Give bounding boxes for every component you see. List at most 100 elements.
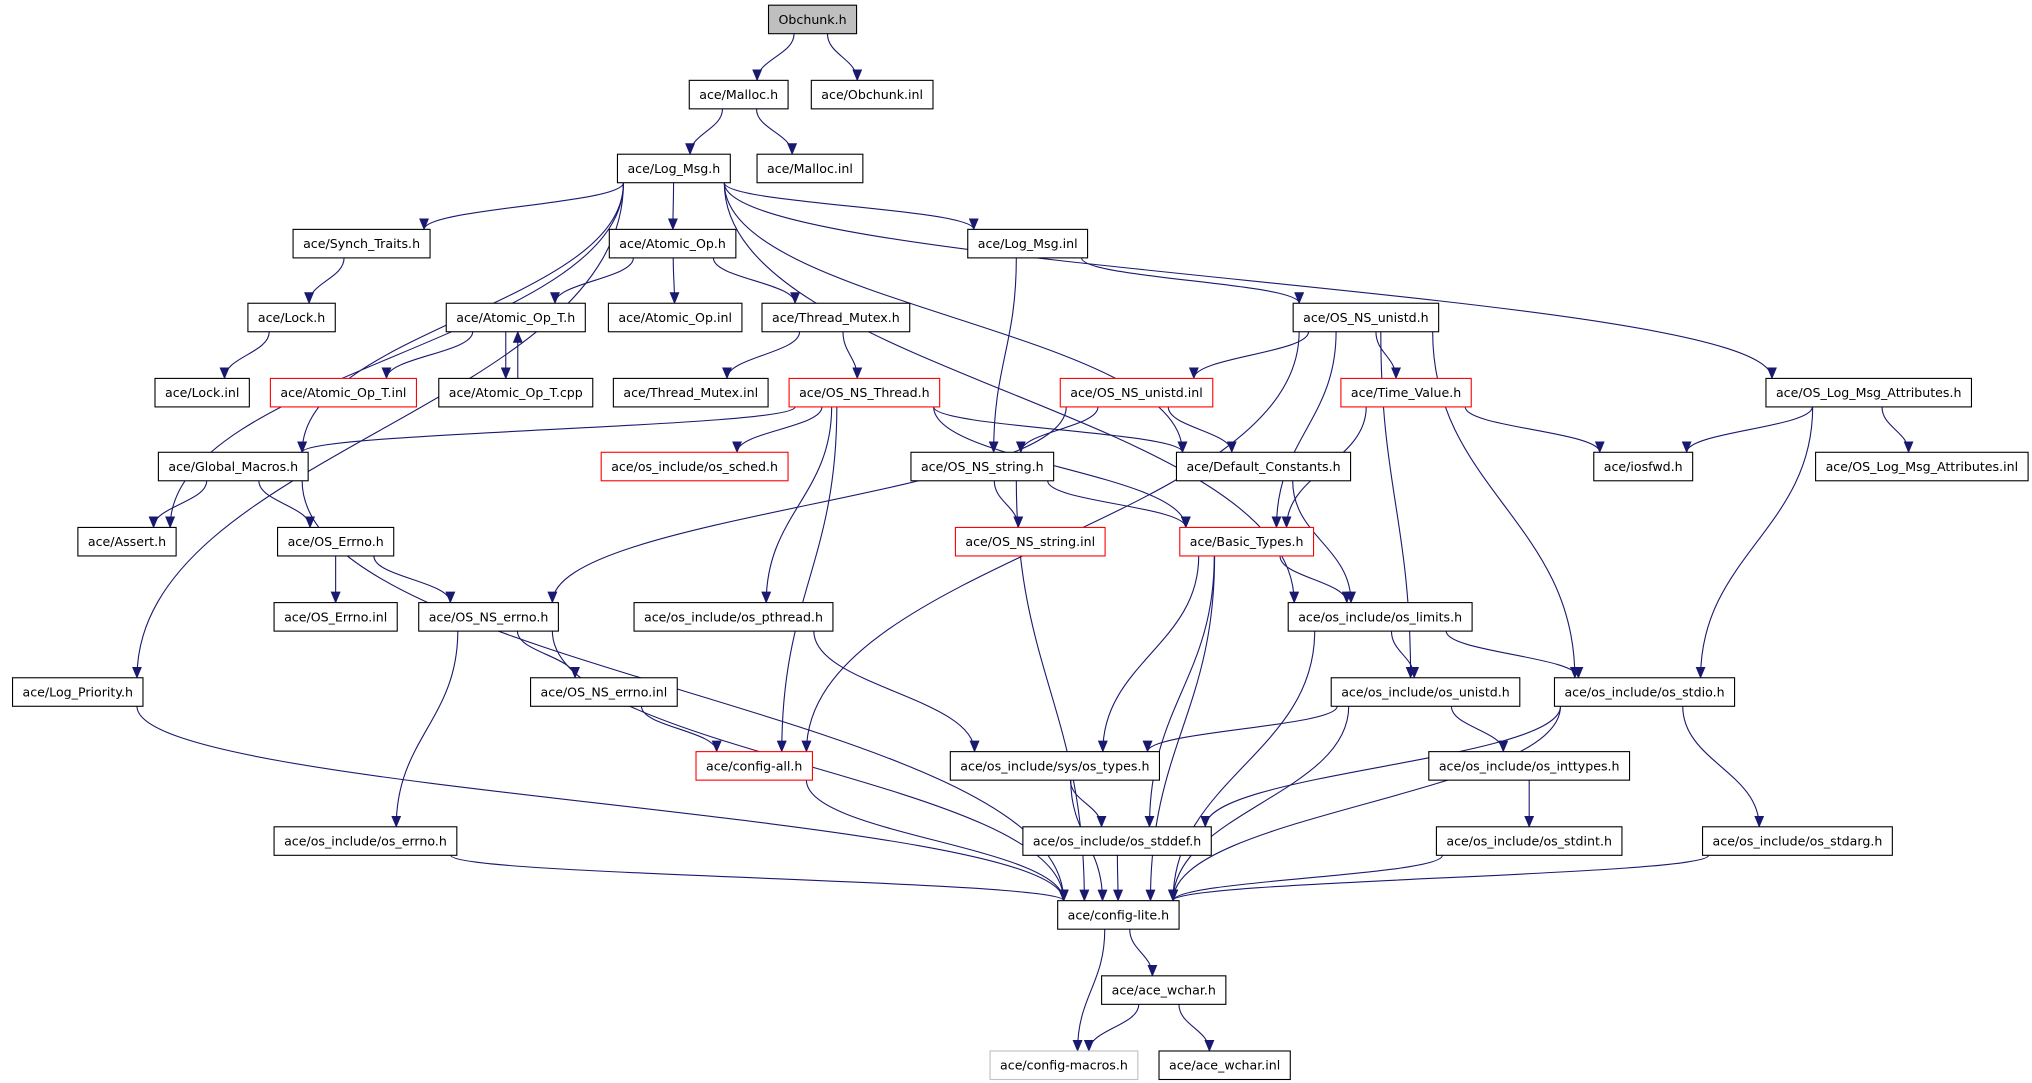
node-os-log-msg-attributes-inl[interactable]: ace/OS_Log_Msg_Attributes.inl <box>1815 451 2029 482</box>
node-synch-traits-h[interactable]: ace/Synch_Traits.h <box>292 228 431 259</box>
edge-os-ns-thread-h-to-global-macros-h <box>297 406 796 454</box>
edge-default-constants-h-to-os-limits-h <box>1292 480 1356 604</box>
node-os-ns-errno-h[interactable]: ace/OS_NS_errno.h <box>418 602 559 632</box>
node-ace-wchar-inl[interactable]: ace/ace_wchar.inl <box>1158 1050 1291 1081</box>
node-assert-h[interactable]: ace/Assert.h <box>77 526 177 557</box>
node-os-ns-unistd-h[interactable]: ace/OS_NS_unistd.h <box>1292 302 1440 333</box>
node-box <box>157 451 309 482</box>
node-iosfwd-h[interactable]: ace/iosfwd.h <box>1593 451 1694 482</box>
node-box <box>277 526 395 557</box>
node-os-errno-sys-h[interactable]: ace/os_include/os_errno.h <box>273 826 458 856</box>
node-thread-mutex-inl[interactable]: ace/Thread_Mutex.inl <box>612 377 769 408</box>
node-config-all-h[interactable]: ace/config-all.h <box>695 751 813 781</box>
node-os-ns-string-inl[interactable]: ace/OS_NS_string.inl <box>954 526 1106 557</box>
node-label: ace/Time_Value.h <box>1351 385 1461 400</box>
node-malloc-inl[interactable]: ace/Malloc.inl <box>756 153 864 184</box>
node-box <box>616 153 731 184</box>
node-label: ace/OS_Errno.h <box>288 534 384 549</box>
node-obchunk-inl[interactable]: ace/Obchunk.inl <box>810 79 934 110</box>
node-os-types-h[interactable]: ace/os_include/sys/os_types.h <box>949 751 1160 781</box>
node-box <box>1179 526 1315 557</box>
node-lock-h[interactable]: ace/Lock.h <box>247 302 336 333</box>
node-label: ace/Atomic_Op_T.h <box>456 310 575 325</box>
edge-os-ns-unistd-inl-to-os-ns-errno-h <box>547 406 1067 604</box>
node-os-ns-unistd-inl[interactable]: ace/OS_NS_unistd.inl <box>1059 377 1214 408</box>
edge-malloc-h-to-malloc-inl <box>755 108 798 156</box>
node-box <box>949 751 1160 781</box>
node-box <box>530 677 678 707</box>
node-thread-mutex-h[interactable]: ace/Thread_Mutex.h <box>761 302 911 333</box>
node-box <box>273 826 458 856</box>
node-basic-types-h[interactable]: ace/Basic_Types.h <box>1179 526 1315 557</box>
edge-os-ns-thread-h-to-basic-types-h <box>933 406 1191 529</box>
node-os-errno-inl[interactable]: ace/OS_Errno.inl <box>273 602 398 632</box>
node-lock-inl[interactable]: ace/Lock.inl <box>154 377 250 408</box>
node-time-value-h[interactable]: ace/Time_Value.h <box>1340 377 1472 408</box>
edge-global-macros-h-to-assert-h <box>148 480 208 529</box>
node-os-ns-thread-h[interactable]: ace/OS_NS_Thread.h <box>788 377 941 408</box>
node-box <box>11 677 144 707</box>
node-box <box>1701 826 1893 856</box>
edge-os-unistd-h-to-config-lite-h <box>1168 706 1350 902</box>
node-box <box>910 451 1055 482</box>
node-malloc-h[interactable]: ace/Malloc.h <box>688 79 789 110</box>
node-box <box>1101 975 1227 1005</box>
edge-os-ns-string-h-to-os-ns-string-inl <box>993 480 1024 529</box>
node-atomic-op-t-inl[interactable]: ace/Atomic_Op_T.inl <box>269 377 417 408</box>
node-os-stdint-h[interactable]: ace/os_include/os_stdint.h <box>1435 826 1623 856</box>
node-box <box>292 228 431 259</box>
node-os-stddef-h[interactable]: ace/os_include/os_stddef.h <box>1022 826 1212 856</box>
node-box <box>1059 377 1214 408</box>
node-box <box>438 377 594 408</box>
node-log-msg-h[interactable]: ace/Log_Msg.h <box>616 153 731 184</box>
node-box <box>273 602 398 632</box>
node-log-msg-inl[interactable]: ace/Log_Msg.inl <box>967 228 1089 259</box>
edge-log-msg-h-to-log-priority-h <box>131 182 625 679</box>
node-os-log-msg-attributes-h[interactable]: ace/OS_Log_Msg_Attributes.h <box>1765 377 1973 408</box>
node-box <box>1022 826 1212 856</box>
node-os-stdarg-h[interactable]: ace/os_include/os_stdarg.h <box>1701 826 1893 856</box>
node-os-sched-h[interactable]: ace/os_include/os_sched.h <box>600 451 789 482</box>
node-box <box>810 79 934 110</box>
node-label: ace/OS_NS_string.h <box>921 459 1044 474</box>
edge-thread-mutex-h-to-thread-mutex-inl <box>722 331 801 380</box>
node-box <box>608 228 737 259</box>
edge-basic-types-h-to-os-limits-h <box>1279 555 1352 604</box>
node-os-stdio-h[interactable]: ace/os_include/os_stdio.h <box>1553 677 1736 707</box>
edge-os-errno-h-to-os-ns-errno-h <box>373 555 456 604</box>
edge-os-errno-sys-h-to-config-lite-h <box>450 854 1069 902</box>
node-obchunk-h[interactable]: Obchunk.h <box>767 4 858 35</box>
node-label: ace/os_include/os_inttypes.h <box>1439 758 1620 773</box>
node-box <box>1553 677 1736 707</box>
node-box <box>761 302 911 333</box>
edge-atomic-op-h-to-thread-mutex-h <box>712 257 801 305</box>
node-config-macros-h[interactable]: ace/config-macros.h <box>989 1050 1139 1081</box>
node-os-inttypes-h[interactable]: ace/os_include/os_inttypes.h <box>1428 751 1631 781</box>
node-label: ace/OS_Log_Msg_Attributes.h <box>1776 385 1962 400</box>
node-global-macros-h[interactable]: ace/Global_Macros.h <box>157 451 309 482</box>
node-os-errno-h[interactable]: ace/OS_Errno.h <box>277 526 395 557</box>
node-os-pthread-h[interactable]: ace/os_include/os_pthread.h <box>633 602 834 632</box>
node-config-lite-h[interactable]: ace/config-lite.h <box>1057 900 1180 930</box>
node-label: ace/Atomic_Op.inl <box>618 310 732 325</box>
edge-os-stdint-h-to-config-lite-h <box>1168 855 1443 902</box>
edge-os-stdarg-h-to-config-lite-h <box>1168 854 1710 902</box>
node-atomic-op-t-cpp[interactable]: ace/Atomic_Op_T.cpp <box>438 377 594 408</box>
node-atomic-op-h[interactable]: ace/Atomic_Op.h <box>608 228 737 259</box>
node-os-unistd-h[interactable]: ace/os_include/os_unistd.h <box>1330 677 1521 707</box>
node-os-limits-h[interactable]: ace/os_include/os_limits.h <box>1287 602 1473 632</box>
node-ace-wchar-h[interactable]: ace/ace_wchar.h <box>1101 975 1227 1005</box>
node-log-priority-h[interactable]: ace/Log_Priority.h <box>11 677 144 707</box>
node-os-ns-errno-inl[interactable]: ace/OS_NS_errno.inl <box>530 677 678 707</box>
node-box <box>1428 751 1631 781</box>
node-label: ace/os_include/sys/os_types.h <box>960 758 1149 773</box>
node-os-ns-string-h[interactable]: ace/OS_NS_string.h <box>910 451 1055 482</box>
edge-config-lite-h-to-config-macros-h <box>1072 929 1106 1052</box>
node-label: ace/OS_NS_Thread.h <box>799 385 930 400</box>
node-default-constants-h[interactable]: ace/Default_Constants.h <box>1175 451 1352 482</box>
edge-os-ns-errno-h-to-os-errno-sys-h <box>391 631 459 828</box>
node-atomic-op-inl[interactable]: ace/Atomic_Op.inl <box>607 302 743 333</box>
node-atomic-op-t-h[interactable]: ace/Atomic_Op_T.h <box>445 302 586 333</box>
edge-os-unistd-h-to-os-inttypes-h <box>1450 706 1509 753</box>
node-box <box>418 602 559 632</box>
